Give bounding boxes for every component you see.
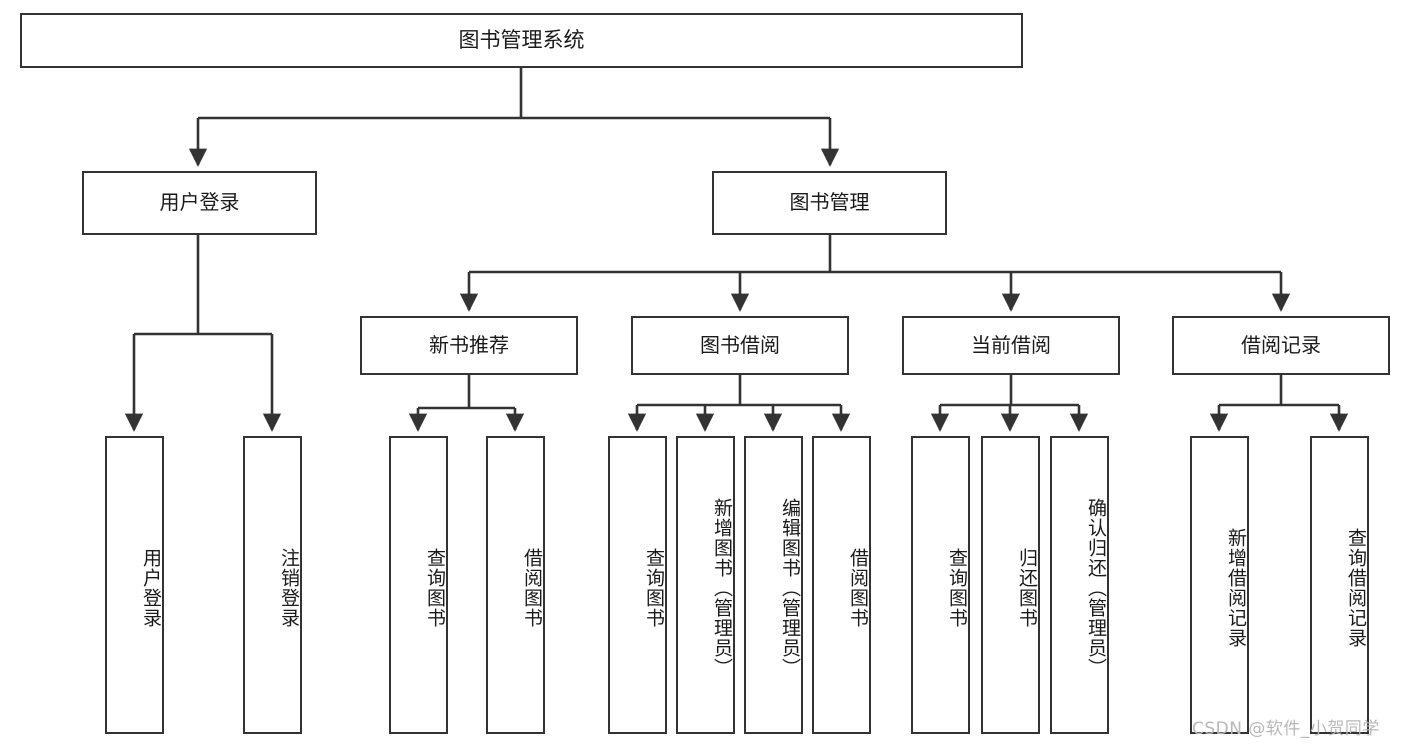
leaf-newbook-borrow-book-label: 借阅图书 bbox=[521, 548, 543, 628]
csdn-watermark: CSDN @软件_小贺同学 bbox=[1192, 719, 1380, 739]
connector-group-user-login bbox=[124, 235, 282, 432]
leaf-newbook-query-book[interactable]: 查询图书 bbox=[389, 436, 448, 734]
leaf-logout-label: 注销登录 bbox=[278, 548, 300, 628]
node-new-book-recommend[interactable]: 新书推荐 bbox=[360, 316, 578, 375]
leaf-borrow-edit-book-admin-label: 编辑图书（管理员） bbox=[779, 498, 801, 678]
leaf-current-return-book-label: 归还图书 bbox=[1016, 548, 1038, 628]
leaf-user-login-label: 用户登录 bbox=[140, 548, 162, 628]
node-borrow-records[interactable]: 借阅记录 bbox=[1172, 316, 1390, 375]
leaf-records-add-record[interactable]: 新增借阅记录 bbox=[1190, 436, 1249, 734]
leaf-current-confirm-return-admin-label: 确认归还（管理员） bbox=[1085, 498, 1107, 678]
node-current-borrow[interactable]: 当前借阅 bbox=[902, 316, 1120, 375]
leaf-current-query-book[interactable]: 查询图书 bbox=[911, 436, 970, 734]
leaf-borrow-query-book-label: 查询图书 bbox=[643, 548, 665, 628]
connector-group-borrow bbox=[627, 375, 851, 432]
leaf-borrow-lend-book[interactable]: 借阅图书 bbox=[812, 436, 871, 734]
leaf-borrow-lend-book-label: 借阅图书 bbox=[847, 548, 869, 628]
node-user-login-label: 用户登录 bbox=[159, 190, 240, 215]
connector-group-records bbox=[1209, 375, 1349, 432]
connector-group-new-book bbox=[408, 375, 525, 432]
connector-group-current bbox=[930, 375, 1089, 432]
connector-group-book-mgmt bbox=[459, 235, 1291, 312]
leaf-borrow-edit-book-admin[interactable]: 编辑图书（管理员） bbox=[744, 436, 803, 734]
leaf-records-add-record-label: 新增借阅记录 bbox=[1225, 528, 1247, 648]
node-book-borrow[interactable]: 图书借阅 bbox=[631, 316, 849, 375]
node-borrow-records-label: 借阅记录 bbox=[1241, 332, 1321, 357]
node-book-management[interactable]: 图书管理 bbox=[712, 171, 947, 235]
leaf-logout[interactable]: 注销登录 bbox=[243, 436, 302, 734]
leaf-current-query-book-label: 查询图书 bbox=[946, 548, 968, 628]
node-book-borrow-label: 图书借阅 bbox=[700, 332, 780, 357]
node-root-label: 图书管理系统 bbox=[458, 28, 585, 53]
leaf-user-login[interactable]: 用户登录 bbox=[105, 436, 164, 734]
leaf-records-query-record[interactable]: 查询借阅记录 bbox=[1310, 436, 1369, 734]
connector-group-root bbox=[188, 68, 840, 167]
node-user-login[interactable]: 用户登录 bbox=[82, 171, 317, 235]
node-current-borrow-label: 当前借阅 bbox=[971, 332, 1051, 357]
node-book-management-label: 图书管理 bbox=[789, 190, 870, 215]
leaf-current-return-book[interactable]: 归还图书 bbox=[981, 436, 1040, 734]
leaf-borrow-query-book[interactable]: 查询图书 bbox=[608, 436, 667, 734]
leaf-current-confirm-return-admin[interactable]: 确认归还（管理员） bbox=[1050, 436, 1109, 734]
leaf-newbook-borrow-book[interactable]: 借阅图书 bbox=[486, 436, 545, 734]
node-new-book-recommend-label: 新书推荐 bbox=[429, 332, 509, 357]
leaf-newbook-query-book-label: 查询图书 bbox=[424, 548, 446, 628]
node-root[interactable]: 图书管理系统 bbox=[20, 13, 1023, 68]
leaf-borrow-add-book-admin[interactable]: 新增图书（管理员） bbox=[676, 436, 735, 734]
leaf-borrow-add-book-admin-label: 新增图书（管理员） bbox=[711, 498, 733, 678]
leaf-records-query-record-label: 查询借阅记录 bbox=[1345, 528, 1367, 648]
